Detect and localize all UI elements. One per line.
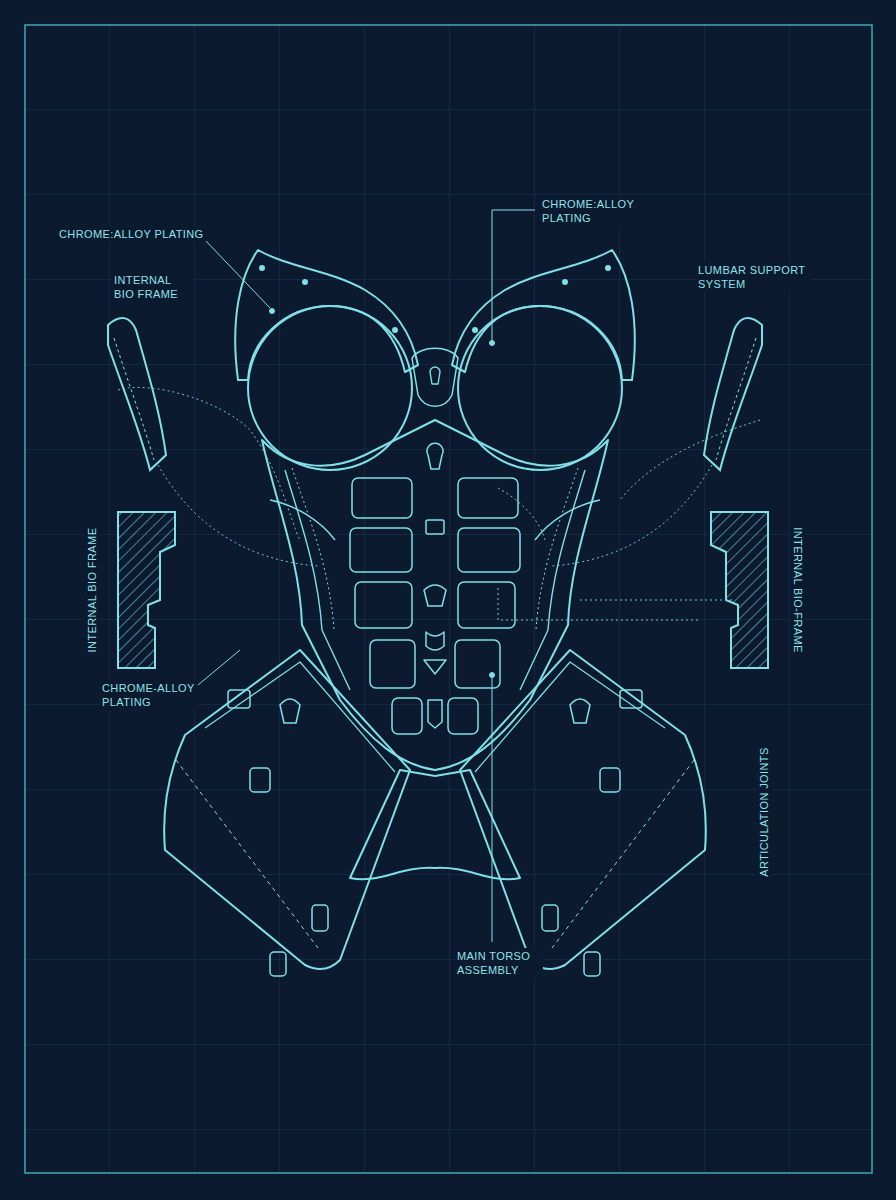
blueprint-line [430, 367, 440, 384]
side-frames [108, 318, 768, 668]
lower-piece [350, 770, 520, 879]
part-label: CHROME:ALLOY PLATING [57, 226, 206, 242]
blueprint-line [448, 698, 478, 734]
right-cup [458, 306, 622, 470]
blueprint-line [392, 698, 422, 734]
blueprint-line [370, 640, 415, 688]
blueprint-line [492, 210, 535, 340]
blueprint-line [606, 266, 610, 270]
frame-border [25, 25, 872, 1173]
blueprint-line [620, 690, 642, 708]
blueprint-line [475, 662, 665, 772]
part-label: LUMBAR SUPPORT SYSTEM [696, 262, 812, 292]
part-label: MAIN TORSO ASSEMBLY [455, 948, 543, 978]
armor-drawing [164, 250, 706, 976]
blueprint-line [424, 660, 446, 674]
blueprint-line [393, 328, 397, 332]
blueprint-line [460, 650, 706, 969]
blueprint-line [412, 348, 458, 406]
blueprint-line [490, 341, 495, 346]
blueprint-line [280, 699, 300, 723]
blueprint-line [250, 768, 270, 792]
blueprint-line [711, 512, 768, 668]
blueprint-line [458, 528, 520, 572]
blueprint-line [535, 500, 600, 540]
part-label: INTERNAL BIO FRAME [112, 272, 194, 302]
part-label: ARTICULATION JOINTS [756, 745, 772, 878]
blueprint-line [580, 600, 735, 601]
blueprint-line [600, 768, 620, 792]
right-plate [452, 250, 635, 380]
part-label: CHROME-ALLOY PLATING [100, 680, 198, 710]
part-label: CHROME:ALLOY PLATING [540, 196, 644, 226]
blueprint-line [458, 582, 515, 628]
blueprint-line [552, 465, 712, 566]
blueprint-line [260, 266, 264, 270]
blueprint-line [114, 338, 154, 460]
abdominal-plates [350, 478, 520, 734]
blueprint-line [158, 465, 318, 566]
blueprint-line [520, 470, 585, 690]
part-label: INTERNAL BIO-FRAME [790, 525, 806, 654]
torso-shell [262, 420, 608, 770]
blueprint-line [620, 420, 760, 500]
blueprint-line [205, 662, 395, 772]
blueprint-line [108, 318, 166, 470]
hip-flaps [164, 650, 706, 976]
blueprint-line [205, 240, 270, 308]
blueprint-line [542, 905, 558, 931]
blueprint-line [312, 905, 328, 931]
blueprint-line [350, 528, 412, 572]
dotted-guides [118, 387, 760, 620]
blueprint-line [176, 760, 318, 948]
spine-details [424, 443, 446, 728]
blueprint-line [455, 640, 500, 688]
blueprint-line [704, 318, 762, 470]
blueprint-line [164, 650, 410, 969]
blueprint-line [355, 582, 412, 628]
left-plate [235, 250, 418, 380]
blueprint-line [424, 585, 446, 606]
blueprint-line [426, 520, 444, 534]
blueprint-line [270, 500, 335, 540]
blueprint-line [498, 588, 700, 620]
blueprint-line [570, 699, 590, 723]
blueprint-line [228, 690, 250, 708]
blueprint-line [352, 478, 412, 518]
blueprint-line [552, 760, 694, 948]
blueprint-line [118, 512, 175, 668]
part-label: INTERNAL BIO FRAME [84, 526, 100, 655]
leader-lines [180, 210, 535, 942]
blueprint-line [270, 952, 286, 976]
blueprint-line [285, 470, 350, 690]
blueprint-line [716, 338, 756, 460]
blueprint-line [303, 280, 307, 284]
blueprint-line [428, 700, 442, 728]
blueprint-line [458, 478, 518, 518]
blueprint-line [492, 678, 493, 942]
blueprint-line [426, 632, 444, 650]
blueprint-line [536, 468, 578, 630]
blueprint-line [292, 468, 334, 630]
blueprint-line [498, 488, 545, 540]
grid [25, 25, 872, 1173]
blueprint-line [118, 387, 300, 540]
blueprint-line [490, 673, 495, 678]
blueprint-line [270, 309, 275, 314]
left-cup [248, 306, 412, 470]
blueprint-line [584, 952, 600, 976]
blueprint-line [563, 280, 567, 284]
blueprint-line [473, 328, 477, 332]
blueprint-line [427, 443, 443, 469]
